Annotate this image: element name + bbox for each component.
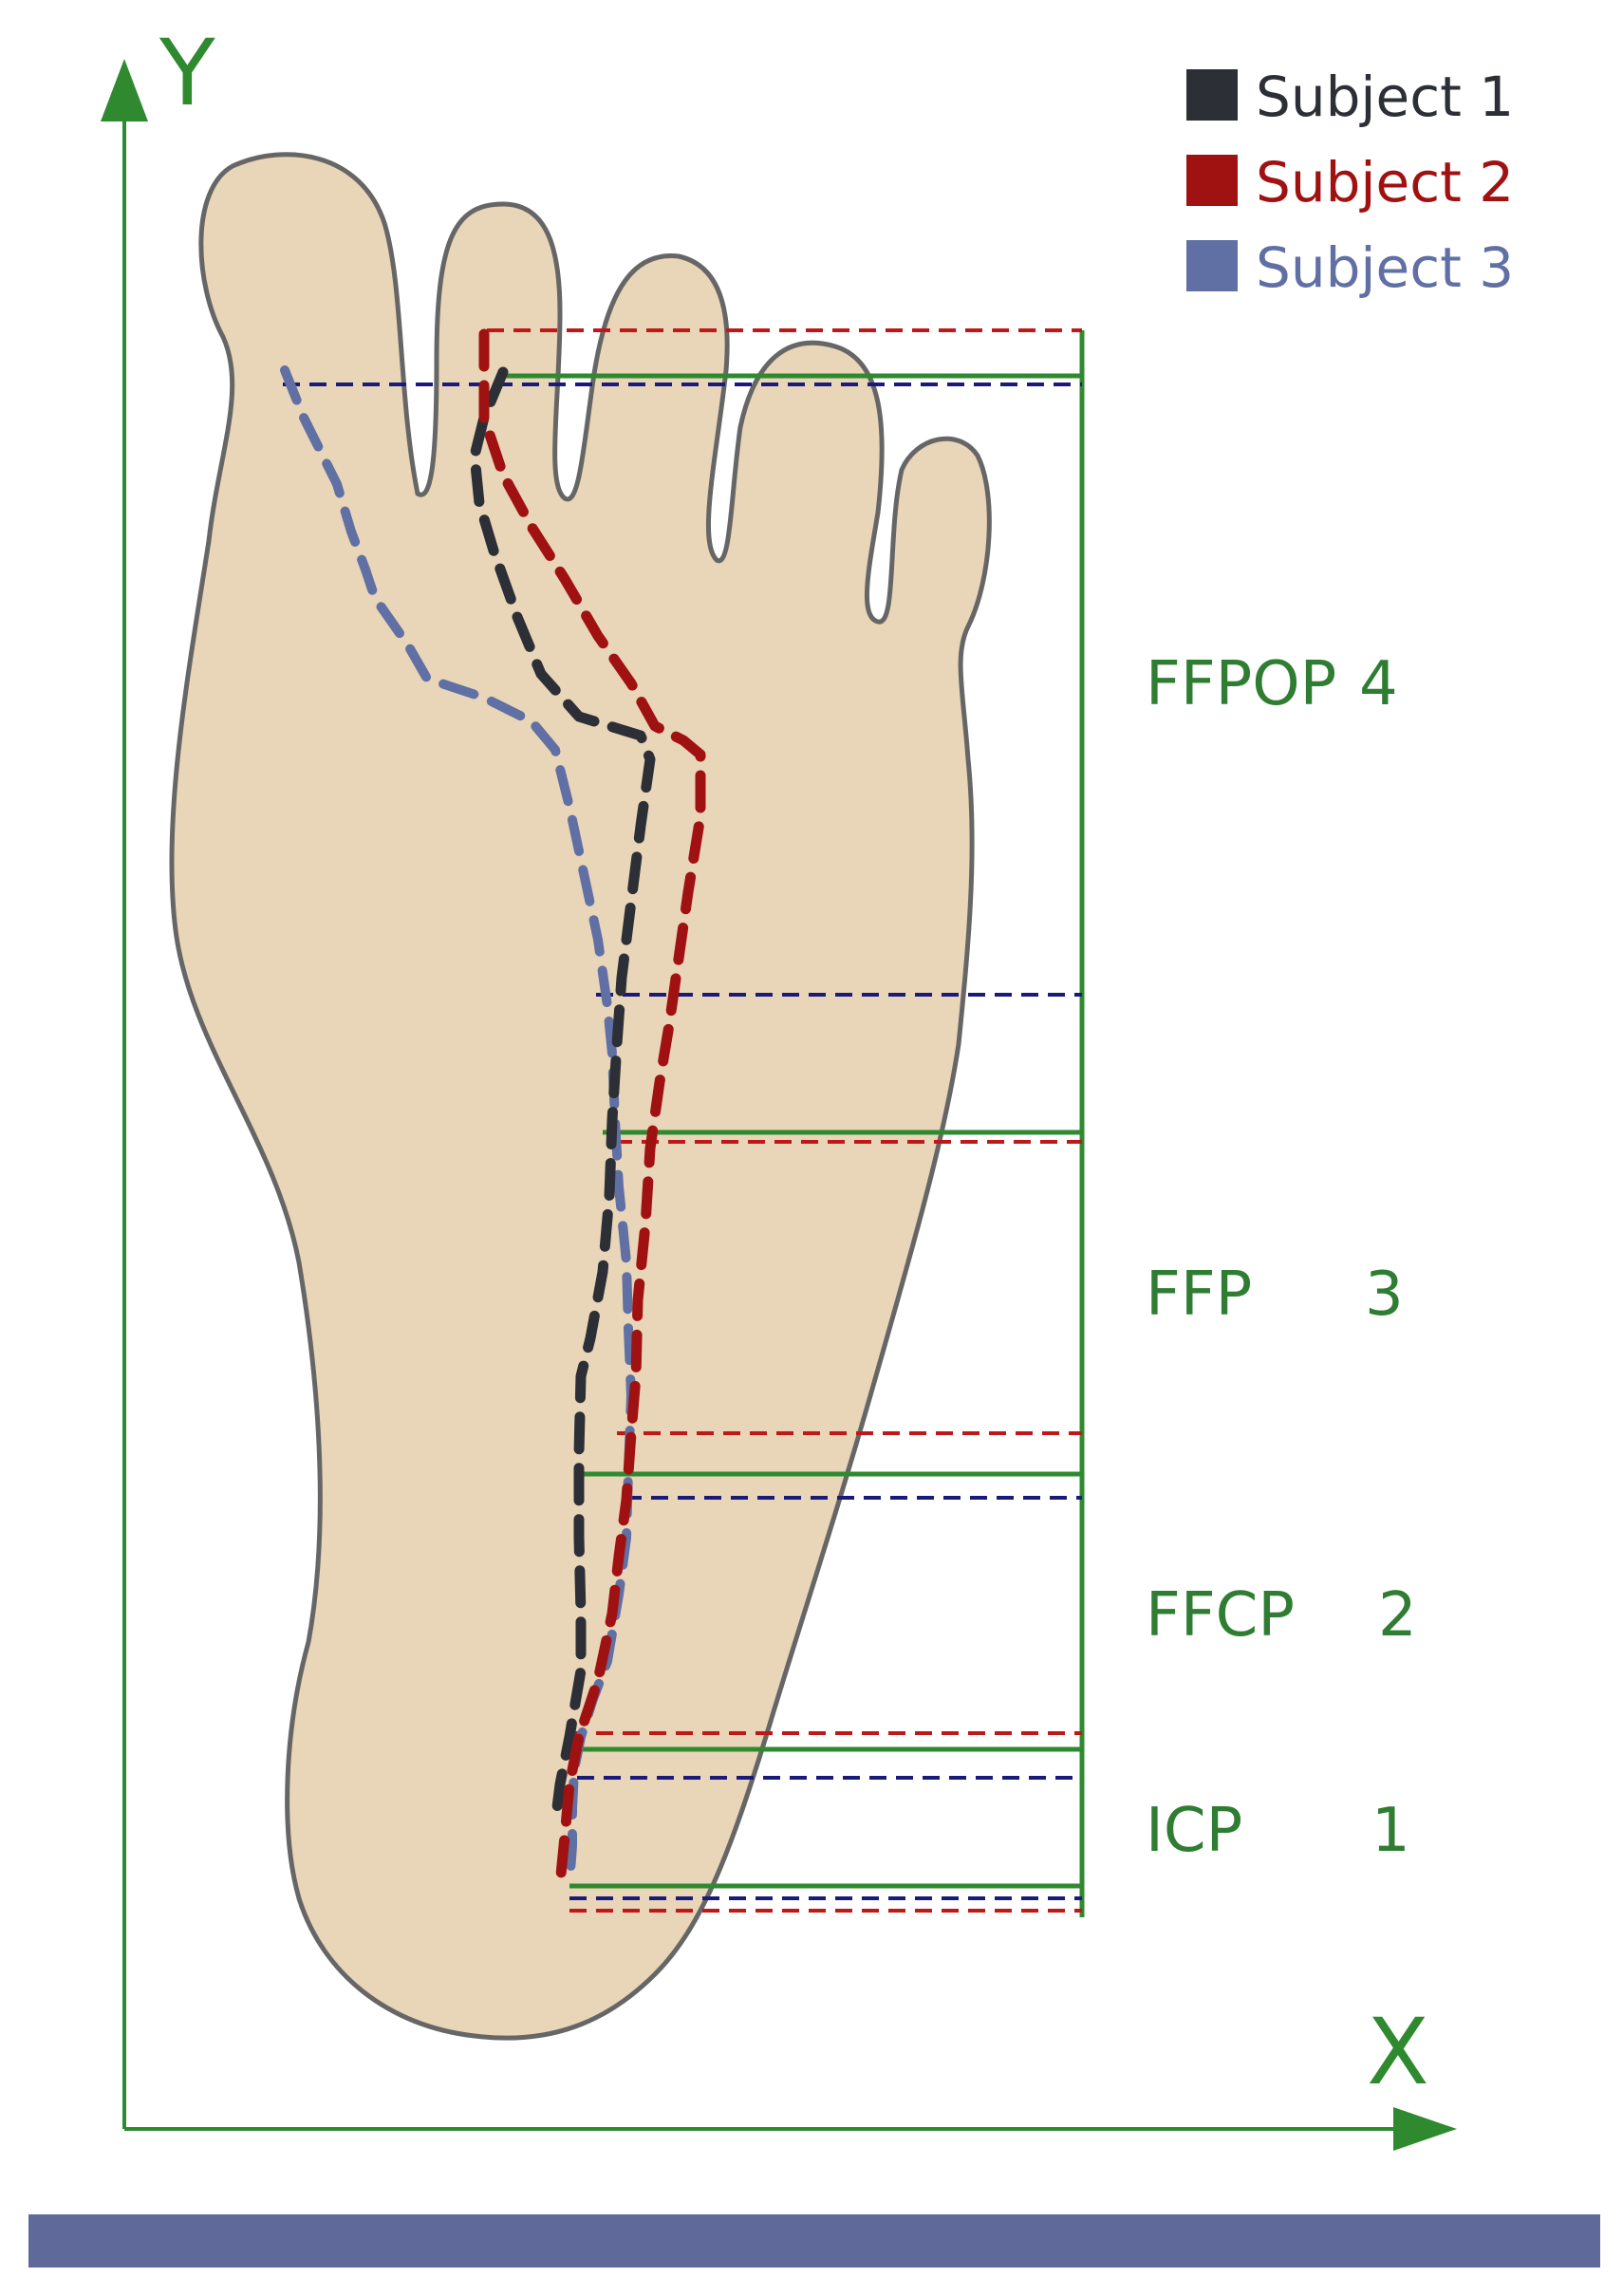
- phase-label-ffcp: FFCP: [1146, 1580, 1295, 1651]
- legend: Subject 1 Subject 2 Subject 3: [1186, 65, 1514, 300]
- y-axis-label: Y: [159, 20, 215, 126]
- phase-number-ffcp: 2: [1378, 1580, 1417, 1651]
- phase-boundaries-green: [503, 330, 1085, 1917]
- footer-bar: [28, 2214, 1600, 2268]
- x-axis-label: X: [1367, 1999, 1429, 2105]
- phase-label-icp: ICP: [1146, 1796, 1242, 1866]
- phase-label-ffp: FFP: [1146, 1260, 1252, 1330]
- legend-label-subject-3: Subject 3: [1256, 235, 1514, 300]
- trajectory-subject-2: [478, 328, 706, 1890]
- phase-number-icp: 1: [1371, 1796, 1410, 1866]
- legend-swatch-subject-2: [1186, 155, 1238, 206]
- legend-label-subject-2: Subject 2: [1256, 150, 1514, 215]
- phase-number-ffp: 3: [1365, 1260, 1404, 1330]
- trajectory-subject-1: [469, 366, 656, 1828]
- trajectories: [280, 328, 706, 1890]
- legend-label-subject-1: Subject 1: [1256, 65, 1514, 129]
- axes: Y X: [101, 20, 1457, 2151]
- phase-labels: FFPOP 4 FFP 3 FFCP 2 ICP 1: [1146, 649, 1417, 1866]
- x-axis-arrow-icon: [1393, 2107, 1457, 2151]
- phase-boundaries-red: [487, 328, 1082, 1913]
- legend-swatch-subject-3: [1186, 240, 1238, 291]
- y-axis-arrow-icon: [101, 59, 148, 121]
- foot-illustration: [169, 152, 992, 2041]
- foot-sole: [169, 152, 992, 2041]
- phase-number-ffpop: 4: [1359, 649, 1398, 719]
- phase-label-ffpop: FFPOP: [1146, 649, 1336, 719]
- legend-swatch-subject-1: [1186, 69, 1238, 121]
